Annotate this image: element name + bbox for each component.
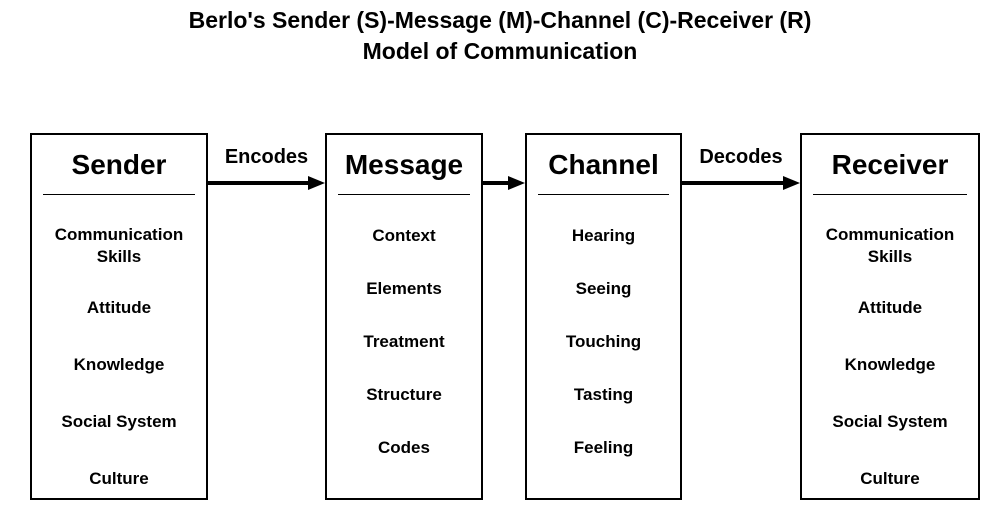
arrow-decodes-line (682, 181, 784, 185)
list-item: Codes (378, 437, 430, 457)
list-item: Culture (860, 468, 920, 488)
list-item: Communication Skills (54, 225, 184, 266)
list-item: Treatment (363, 331, 445, 351)
box-receiver-title: Receiver (831, 149, 949, 180)
list-item: Social System (61, 411, 177, 431)
list-item: Social System (832, 411, 948, 431)
list-item: Hearing (571, 225, 636, 245)
box-receiver-divider (813, 194, 967, 195)
list-item: Context (372, 225, 436, 245)
box-message: Message Context Elements Treatment Struc… (325, 133, 483, 500)
box-channel-title: Channel (548, 149, 659, 180)
box-channel: Channel Hearing Seeing Touching Tasting … (525, 133, 682, 500)
list-item: Attitude (857, 297, 923, 317)
list-item: Tasting (573, 384, 634, 404)
list-item: Attitude (86, 297, 152, 317)
list-item: Touching (565, 331, 642, 351)
diagram-title: Berlo's Sender (S)-Message (M)-Channel (… (0, 5, 1000, 67)
list-item: Knowledge (844, 354, 936, 374)
box-sender-divider (43, 194, 195, 195)
box-channel-items: Hearing Seeing Touching Tasting Feeling (527, 209, 680, 474)
box-receiver: Receiver Communication Skills Attitude K… (800, 133, 980, 500)
box-sender: Sender Communication Skills Attitude Kno… (30, 133, 208, 500)
list-item: Culture (89, 468, 149, 488)
box-message-divider (338, 194, 470, 195)
list-item: Elements (366, 278, 442, 298)
box-message-items: Context Elements Treatment Structure Cod… (327, 209, 481, 474)
list-item: Structure (366, 384, 442, 404)
diagram-title-line2: Model of Communication (362, 38, 638, 64)
arrow-encodes-label: Encodes (224, 146, 309, 168)
box-message-title: Message (344, 149, 464, 180)
list-item: Seeing (575, 278, 632, 298)
arrow-encodes-line (208, 181, 309, 185)
list-item: Feeling (573, 437, 634, 457)
list-item: Communication Skills (825, 225, 955, 266)
list-item: Knowledge (73, 354, 165, 374)
diagram-title-line1: Berlo's Sender (S)-Message (M)-Channel (… (188, 7, 812, 33)
box-sender-items: Communication Skills Attitude Knowledge … (32, 213, 206, 507)
box-channel-divider (538, 194, 669, 195)
box-sender-title: Sender (71, 149, 167, 180)
box-receiver-items: Communication Skills Attitude Knowledge … (802, 213, 978, 507)
arrowhead-right-icon (508, 176, 525, 190)
arrowhead-right-icon (308, 176, 325, 190)
arrow-message-channel-line (483, 181, 509, 185)
arrow-decodes-label: Decodes (699, 146, 783, 168)
arrowhead-right-icon (783, 176, 800, 190)
